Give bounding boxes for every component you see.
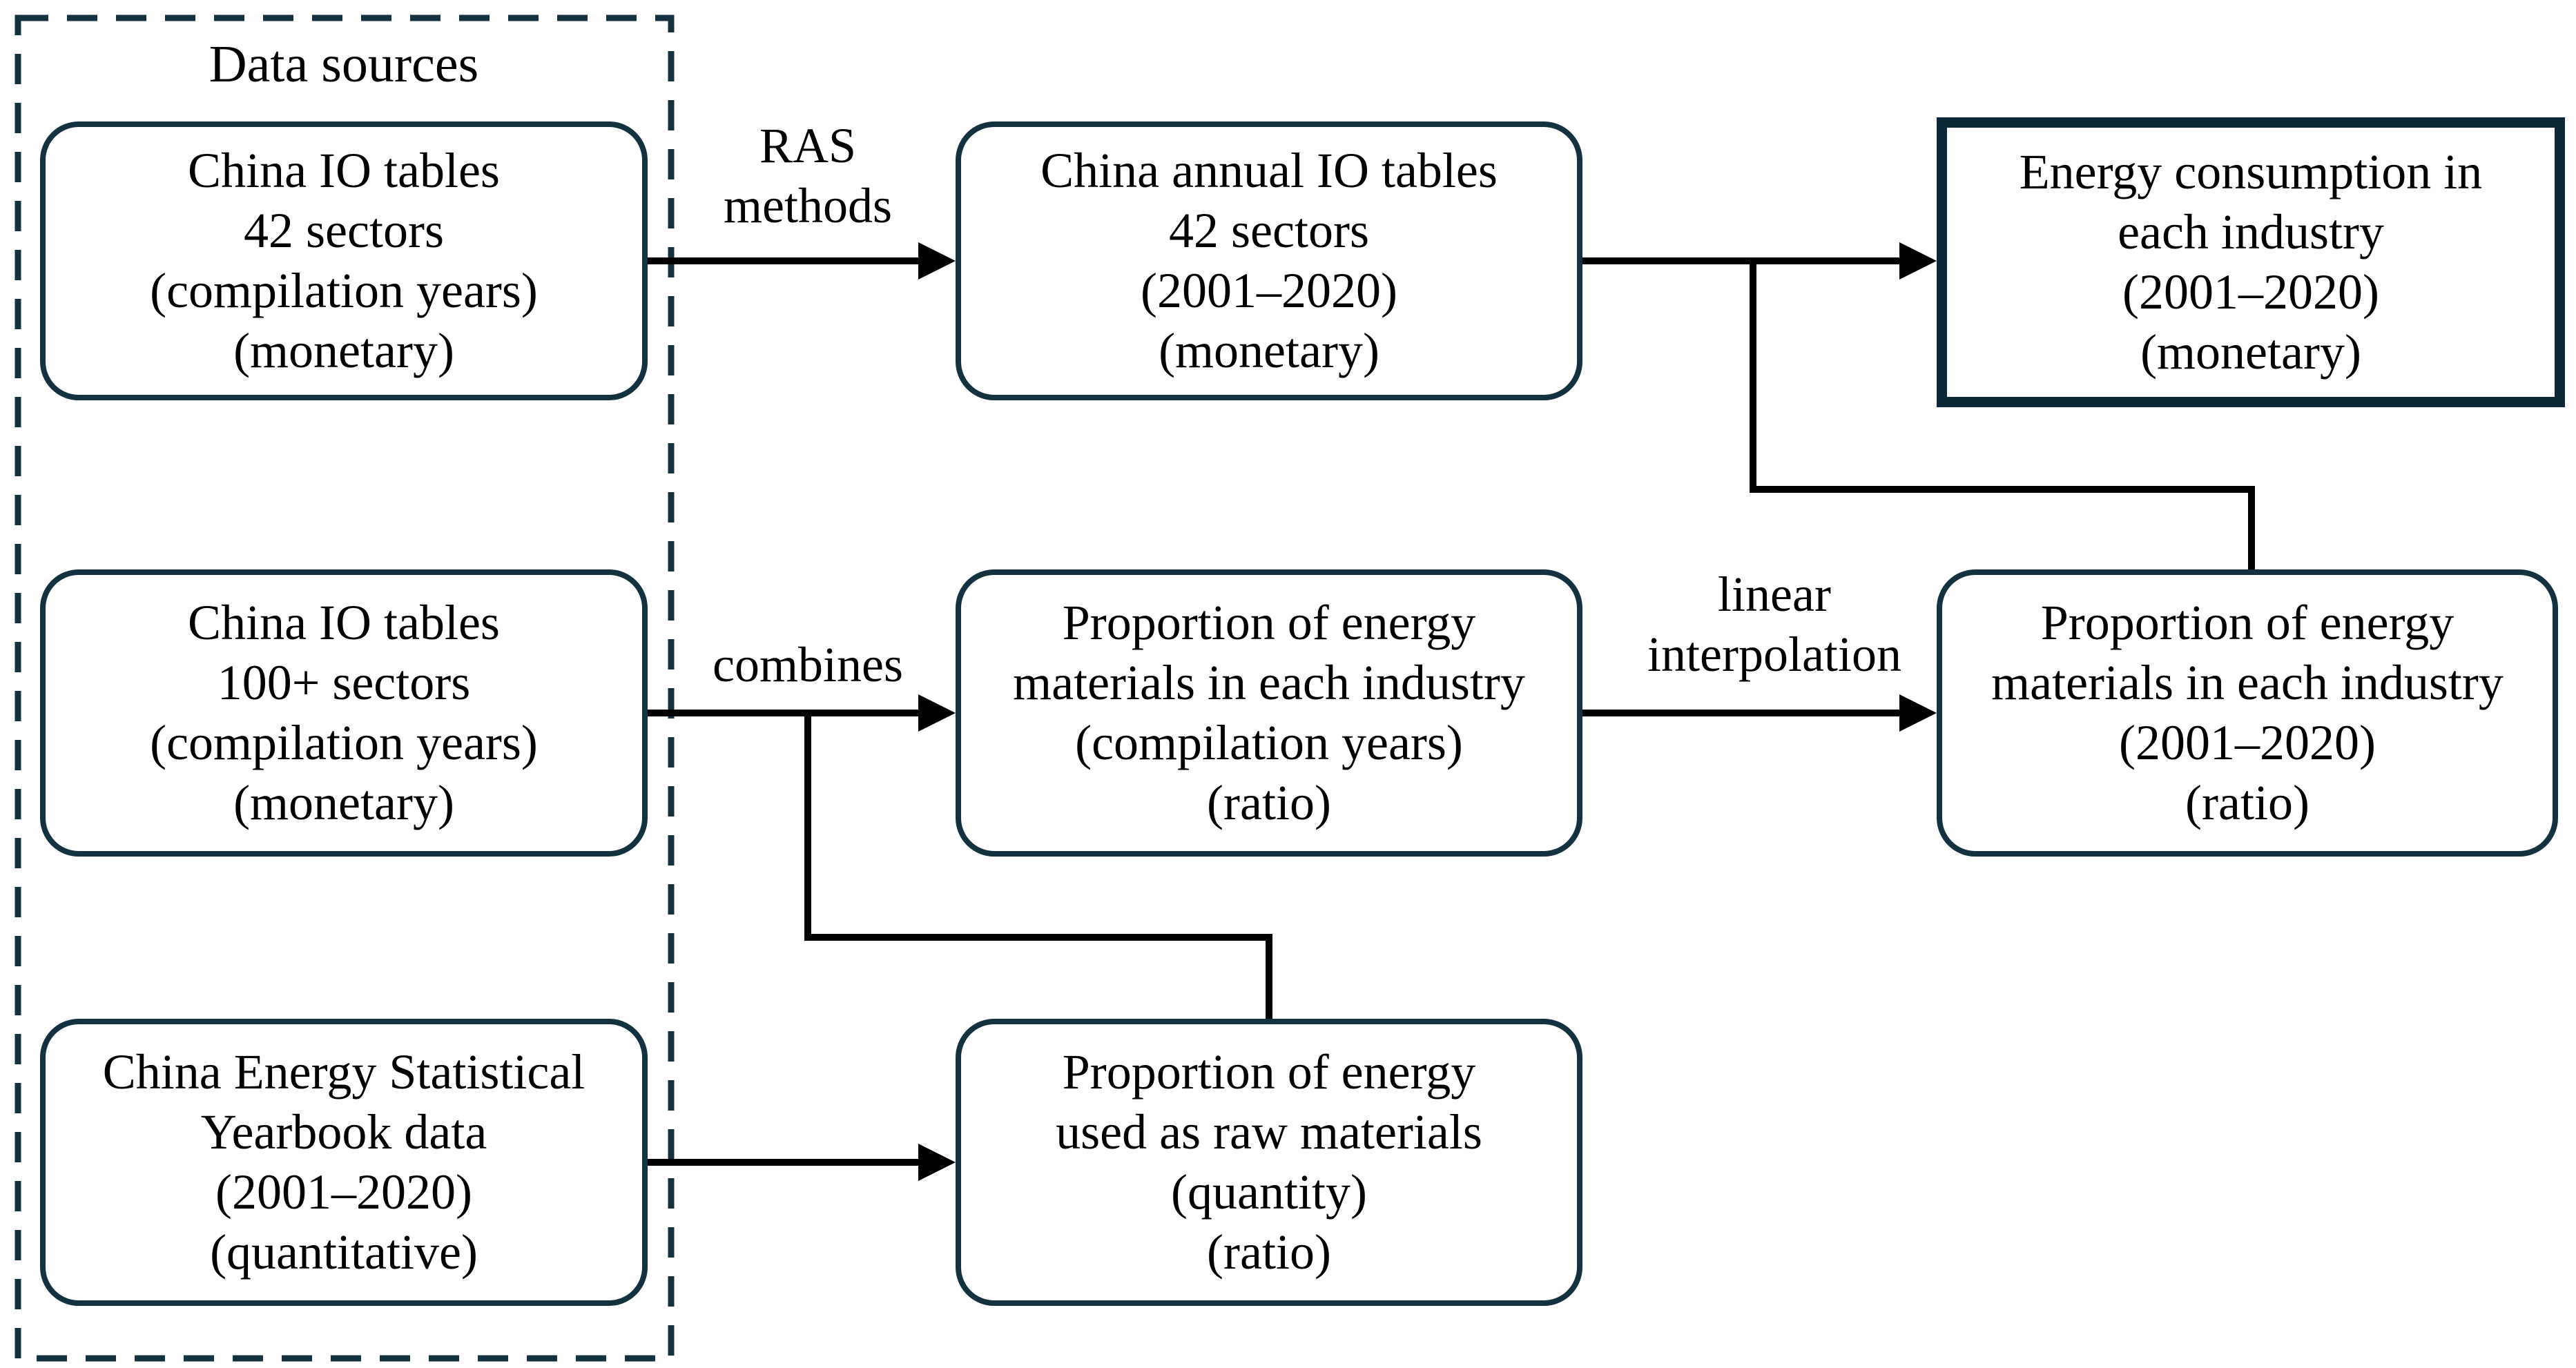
- node-text-line: (monetary): [233, 775, 454, 830]
- arrowhead-ras: [918, 242, 956, 280]
- arrowhead-annual-to-energy: [1899, 242, 1937, 280]
- node-text-line: 42 sectors: [244, 203, 444, 258]
- node-text-line: (2001–2020): [1141, 263, 1397, 318]
- node-text-line: materials in each industry: [1991, 655, 2504, 710]
- node-text-line: (2001–2020): [2122, 264, 2379, 320]
- node-china-io-tables-100: China IO tables 100+ sectors (compilatio…: [40, 569, 648, 857]
- node-text-line: China IO tables: [188, 143, 500, 198]
- node-text-line: (quantity): [1171, 1164, 1367, 1220]
- connector-combines-to-prop-raw: [804, 713, 1272, 1023]
- edge-label-line: methods: [724, 178, 892, 233]
- data-sources-group-label: Data sources: [209, 35, 479, 93]
- node-text-line: Energy consumption in: [2019, 144, 2483, 199]
- arrowhead-combines: [918, 694, 956, 732]
- node-text-line: (2001–2020): [215, 1164, 472, 1220]
- node-text-line: (ratio): [1207, 775, 1331, 830]
- node-text-line: (ratio): [1207, 1224, 1331, 1280]
- edge-label-line: RAS: [759, 118, 857, 173]
- node-text-line: Yearbook data: [200, 1104, 487, 1160]
- node-text-line: Proportion of energy: [1062, 1044, 1476, 1100]
- node-text-line: (quantitative): [210, 1224, 478, 1280]
- edge-label-combines: combines: [677, 635, 939, 695]
- node-text-line: materials in each industry: [1013, 655, 1525, 710]
- node-text-line: (ratio): [2185, 775, 2309, 830]
- node-china-io-tables-42: China IO tables 42 sectors (compilation …: [40, 121, 648, 400]
- node-text-line: (monetary): [1159, 323, 1379, 378]
- node-text-line: Proportion of energy: [1062, 595, 1476, 650]
- edge-label-linear-interpolation: linear interpolation: [1616, 565, 1933, 685]
- node-text-line: Proportion of energy: [2040, 595, 2454, 650]
- node-china-energy-yearbook: China Energy Statistical Yearbook data (…: [40, 1019, 648, 1306]
- arrowhead-linear-interpolation: [1899, 694, 1937, 732]
- node-text-line: China IO tables: [188, 595, 500, 650]
- edge-label-line: combines: [713, 637, 903, 692]
- node-text-line: 42 sectors: [1169, 203, 1369, 258]
- edge-label-ras-methods: RAS methods: [679, 116, 936, 236]
- node-china-annual-io-tables: China annual IO tables 42 sectors (2001–…: [956, 121, 1582, 400]
- node-text-line: each industry: [2118, 204, 2384, 260]
- node-text-line: (compilation years): [1075, 715, 1463, 770]
- node-text-line: (monetary): [233, 323, 454, 378]
- node-text-line: China annual IO tables: [1040, 143, 1498, 198]
- node-proportion-energy-materials-compilation: Proportion of energy materials in each i…: [956, 569, 1582, 857]
- edge-label-line: interpolation: [1647, 627, 1901, 682]
- node-text-line: (compilation years): [150, 715, 538, 770]
- node-text-line: 100+ sectors: [217, 655, 471, 710]
- connector-prop-annual-to-energy: [1750, 261, 2255, 575]
- node-text-line: (compilation years): [150, 263, 538, 318]
- node-proportion-energy-raw-materials: Proportion of energy used as raw materia…: [956, 1019, 1582, 1306]
- arrowhead-yearbook: [918, 1144, 956, 1181]
- data-sources-dashed-border: [14, 14, 675, 1362]
- node-text-line: China Energy Statistical: [102, 1044, 585, 1100]
- node-text-line: (monetary): [2140, 324, 2361, 380]
- node-proportion-energy-materials-annual: Proportion of energy materials in each i…: [1937, 569, 2558, 857]
- edge-label-line: linear: [1718, 567, 1831, 622]
- node-text-line: (2001–2020): [2119, 715, 2376, 770]
- node-text-line: used as raw materials: [1056, 1104, 1482, 1160]
- node-energy-consumption-output: Energy consumption in each industry (200…: [1937, 117, 2565, 407]
